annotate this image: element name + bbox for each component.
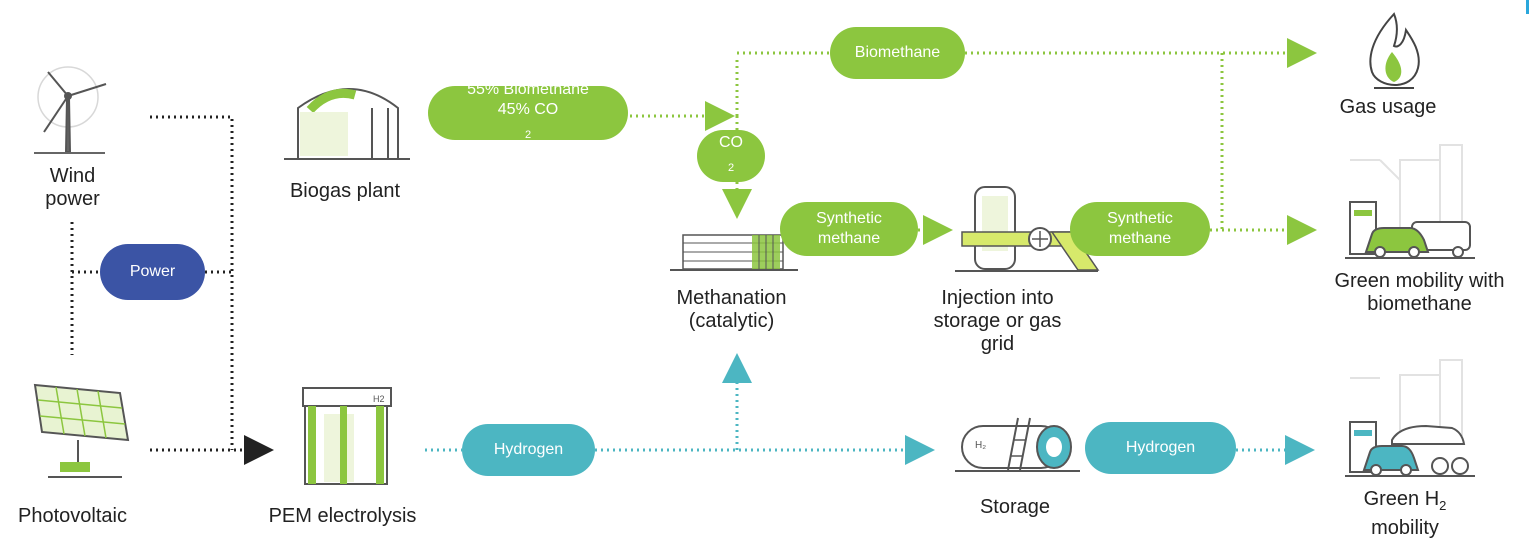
biomethane-mobility-icon <box>1345 144 1475 259</box>
storage-label: Storage <box>979 496 1051 518</box>
power-flow-pill: Power <box>100 244 205 300</box>
synthetic-methane-pill-2: Synthetic methane <box>1070 202 1210 256</box>
solar-panel-icon <box>33 383 130 478</box>
green-h2-mobility-label: Green H2 mobility <box>1363 488 1447 539</box>
biomethane-pill: Biomethane <box>830 27 965 79</box>
green-mobility-biomethane-label: Green mobility with biomethane <box>1334 270 1505 315</box>
pem-electrolysis-label: PEM electrolysis <box>268 505 417 527</box>
methanation-label: Methanation (catalytic) <box>676 287 787 332</box>
gas-usage-label: Gas usage <box>1339 96 1437 118</box>
h2-tag: H2 <box>373 394 385 404</box>
gas-flame-icon <box>1369 12 1420 89</box>
hydrogen-pill-2: Hydrogen <box>1085 422 1236 474</box>
methane-flows <box>630 38 1317 245</box>
synthetic-methane-pill-1: Synthetic methane <box>780 202 918 256</box>
wind-power-label: Wind power <box>45 165 100 210</box>
photovoltaic-label: Photovoltaic <box>18 505 127 527</box>
injection-label: Injection into storage or gas grid <box>933 287 1062 355</box>
biogas-plant-icon <box>284 88 410 160</box>
hydrogen-tank-icon: H₂ <box>955 417 1080 472</box>
hydrogen-pill-1: Hydrogen <box>462 424 595 476</box>
hydrogen-mobility-icon <box>1345 359 1475 477</box>
pipeline-injection-icon <box>955 186 1100 272</box>
edge-marker <box>1526 0 1529 14</box>
hydrogen-flows <box>425 353 1315 465</box>
power-connectors <box>70 115 274 465</box>
methanation-reactor-icon <box>670 234 798 271</box>
electrolyser-icon: H2 <box>302 387 392 485</box>
biogas-plant-label: Biogas plant <box>289 180 401 202</box>
wind-turbine-icon <box>34 66 107 154</box>
svg-text:H₂: H₂ <box>975 440 986 451</box>
